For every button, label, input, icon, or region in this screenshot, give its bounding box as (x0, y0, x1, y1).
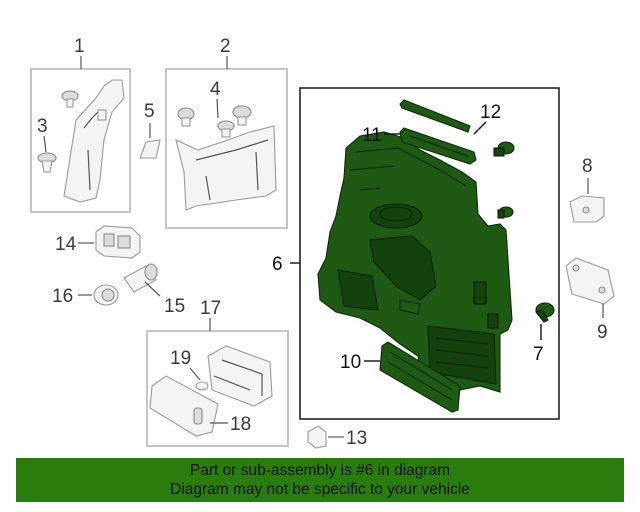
group-17-frame (146, 330, 289, 447)
bulb-part-19[interactable] (195, 381, 209, 391)
trim-slot-right (473, 281, 487, 305)
callout-4[interactable]: 4 (210, 79, 221, 100)
part-13: 13 (307, 425, 367, 449)
part-8: 8 (569, 156, 605, 223)
callout-2[interactable]: 2 (220, 36, 231, 57)
pillar-trim-detail (83, 111, 99, 191)
group-6: 6 11 12 (272, 87, 560, 420)
switch-button-a (103, 233, 115, 247)
clip-mid-right[interactable] (497, 206, 514, 219)
fitment-notice-banner: Part or sub-assembly is #6 in diagram Di… (16, 458, 624, 502)
banner-line-1: Part or sub-assembly is #6 in diagram (189, 462, 451, 479)
lamp-lens-slot (193, 407, 203, 425)
pillar-trim-panel[interactable] (63, 79, 125, 203)
cover-part-10[interactable] (379, 341, 461, 413)
lower-pocket (337, 269, 379, 311)
parts-diagram: 1 3 5 2 (30, 36, 615, 449)
clip-part-13[interactable] (307, 425, 327, 449)
lower-grille (427, 325, 497, 385)
part-9: 9 (565, 257, 615, 343)
callout-8[interactable]: 8 (582, 156, 593, 177)
plate-part-9[interactable] (565, 257, 615, 305)
clip-part-4[interactable] (217, 120, 235, 138)
upper-ridge-detail (349, 147, 467, 191)
callout-7[interactable]: 7 (533, 344, 544, 365)
callout-1[interactable]: 1 (74, 36, 85, 57)
cup-holder-ring (379, 206, 413, 222)
clip-icon-right[interactable] (232, 105, 252, 126)
part-15: 15 (123, 263, 185, 317)
callout-16[interactable]: 16 (52, 286, 73, 307)
clip-icon-top[interactable] (61, 90, 79, 108)
group-1: 1 3 (30, 36, 131, 213)
clip-upper-right[interactable] (493, 141, 515, 157)
callout-9[interactable]: 9 (597, 322, 608, 343)
part-16: 16 (52, 284, 119, 307)
banner-line-2: Diagram may not be specific to your vehi… (170, 481, 470, 498)
plate-part-9-hole-b (598, 286, 606, 294)
leader-3 (43, 135, 47, 153)
callout-18[interactable]: 18 (230, 414, 251, 435)
callout-19[interactable]: 19 (170, 348, 191, 369)
storage-opening (369, 235, 437, 301)
leader-15 (144, 281, 161, 297)
leader-4 (216, 98, 219, 119)
callout-17[interactable]: 17 (200, 298, 221, 319)
trim-slot-small (487, 313, 499, 329)
part-14: 14 (55, 225, 141, 259)
upper-trim-detail (195, 139, 269, 201)
callout-15[interactable]: 15 (164, 296, 185, 317)
group-2: 2 4 (165, 36, 288, 229)
socket-part-15-cap (144, 263, 158, 281)
lamp-housing-detail (213, 359, 263, 396)
cover-part-10-detail (387, 351, 453, 401)
push-pin-part-7[interactable] (535, 302, 555, 323)
callout-6[interactable]: 6 (272, 254, 283, 275)
clip-part-3[interactable] (37, 152, 57, 173)
part-5: 5 (139, 101, 161, 159)
leader-12 (473, 121, 487, 135)
callout-10[interactable]: 10 (340, 352, 361, 373)
plate-part-9-hole-a (572, 264, 580, 272)
callout-3[interactable]: 3 (37, 116, 48, 137)
trim-vent (399, 299, 421, 315)
clip-icon-small[interactable] (97, 109, 107, 121)
clip-icon-left[interactable] (177, 107, 195, 127)
upper-trim-panel[interactable] (175, 125, 277, 211)
cup-holder-recess (369, 203, 423, 229)
callout-5[interactable]: 5 (144, 101, 155, 122)
group-17: 17 19 18 (146, 298, 289, 447)
socket-part-16-core (101, 288, 115, 302)
switch-button-b (117, 235, 131, 249)
callout-14[interactable]: 14 (55, 234, 77, 255)
bracket-part-11-detail (409, 135, 469, 157)
lower-grille-lines (435, 337, 489, 369)
callout-12[interactable]: 12 (480, 102, 501, 123)
strip-part-12[interactable] (399, 99, 471, 133)
callout-11[interactable]: 11 (362, 125, 382, 146)
clip-part-5[interactable] (139, 139, 161, 159)
bracket-part-8-hole (582, 206, 590, 214)
leader-19 (189, 367, 201, 381)
callout-13[interactable]: 13 (346, 428, 367, 449)
